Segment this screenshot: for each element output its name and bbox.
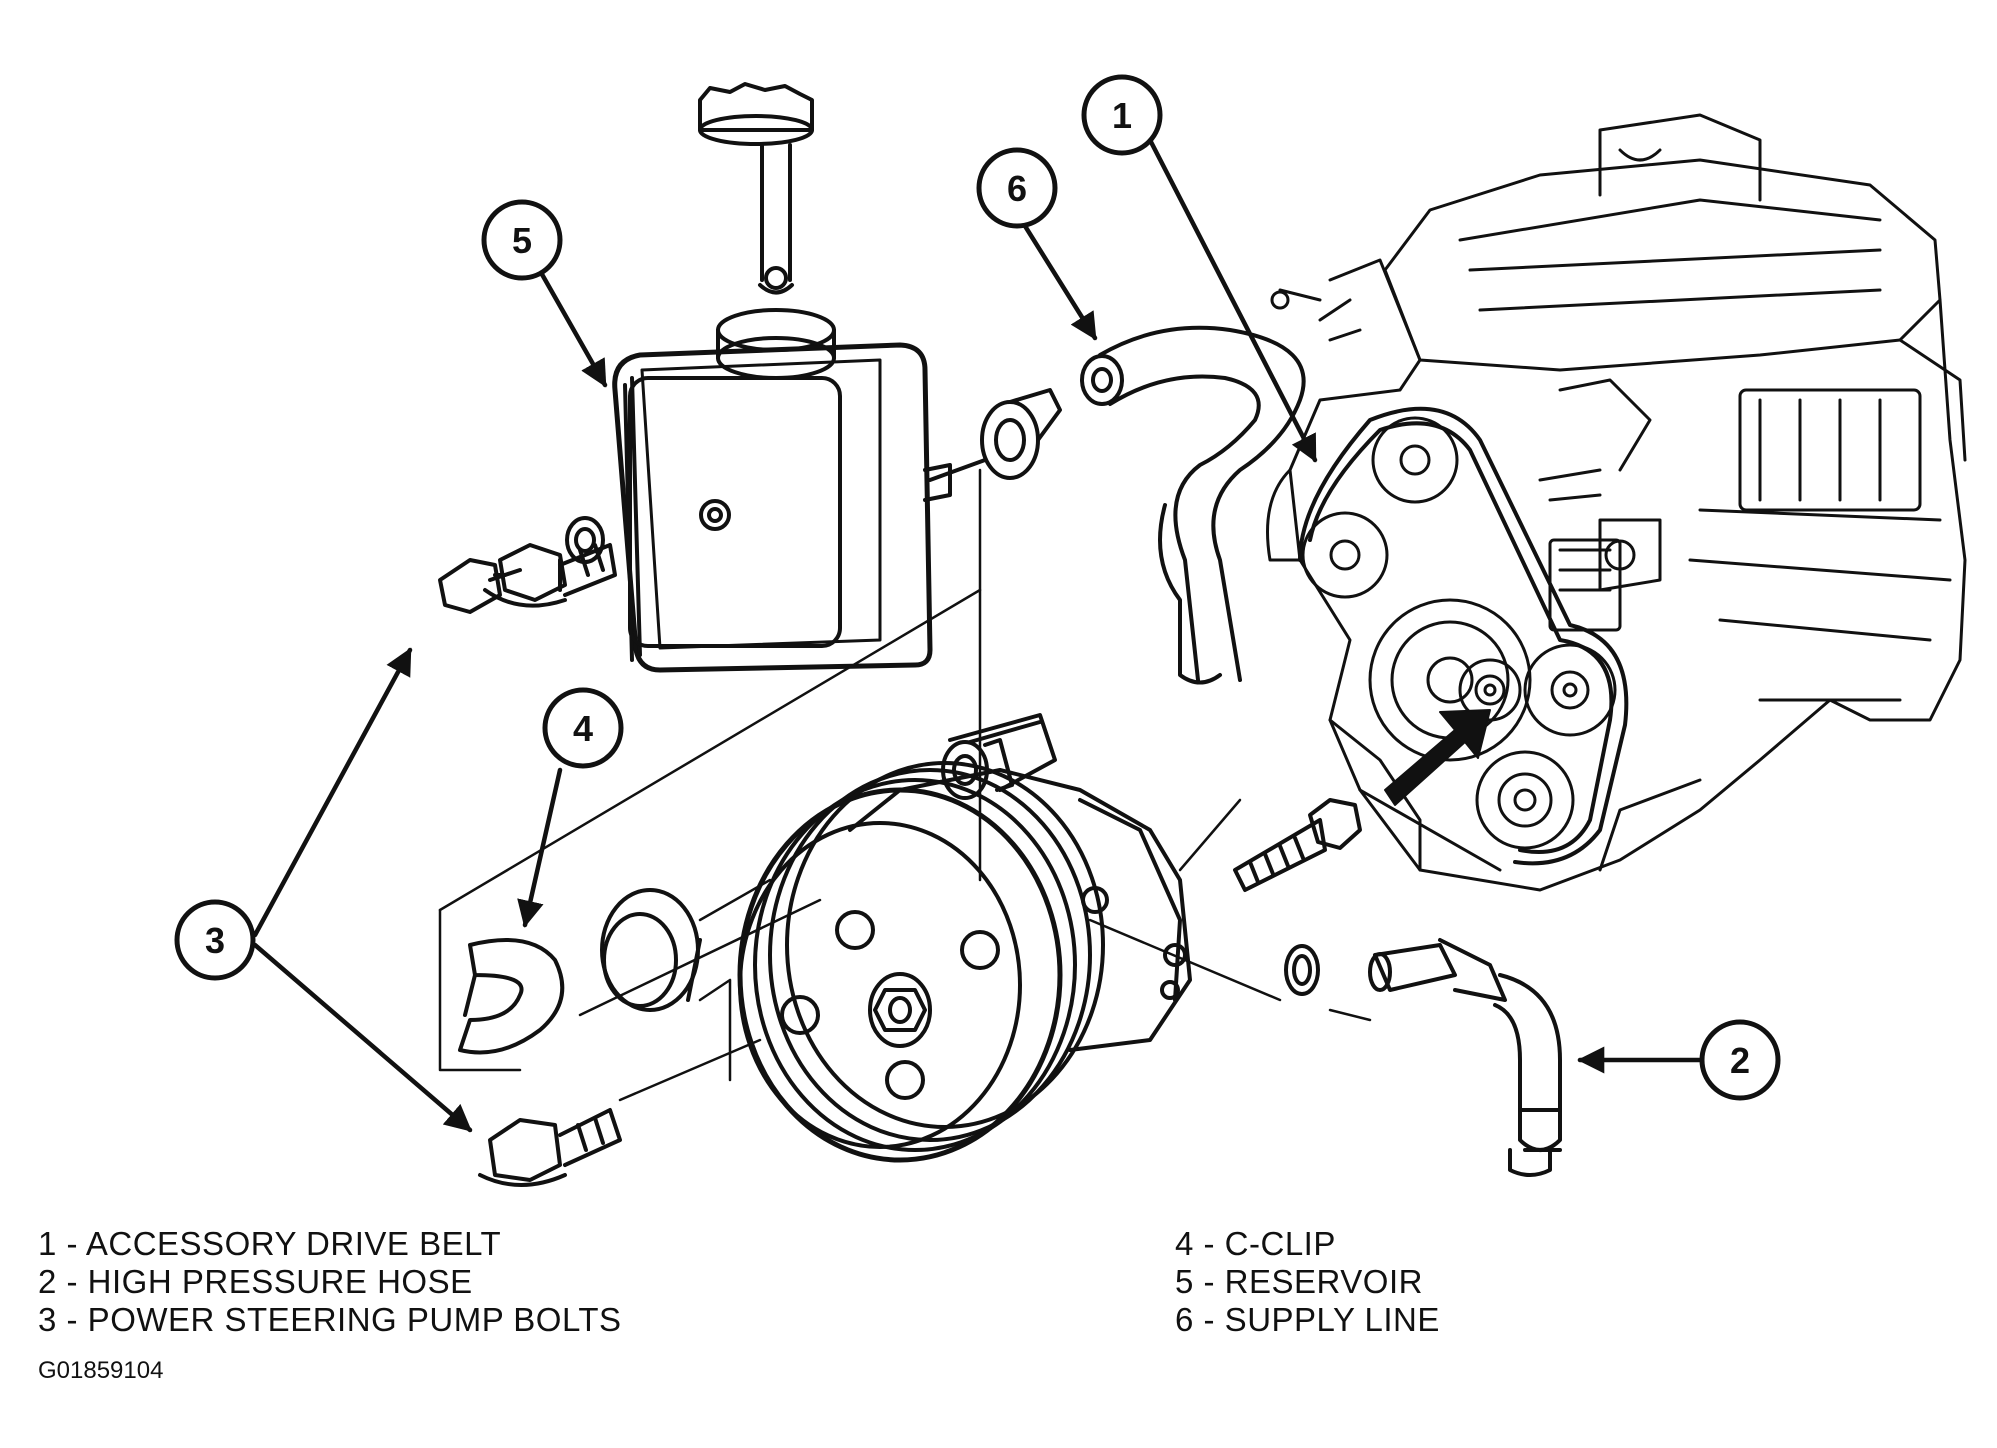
- legend-item: 5 - RESERVOIR: [1175, 1263, 1423, 1300]
- pump-seal-ring: [600, 888, 702, 1012]
- power-steering-pump: [737, 713, 1192, 1163]
- svg-text:3: 3: [205, 920, 225, 961]
- svg-text:4: 4: [573, 708, 593, 749]
- high-pressure-hose: [1368, 938, 1562, 1177]
- idler-pulley-upper: [1301, 511, 1389, 599]
- belt-tensioner: [1458, 658, 1522, 722]
- legend-item: 3 - POWER STEERING PUMP BOLTS: [38, 1301, 622, 1338]
- accessory-drive-belt: [1298, 406, 1629, 866]
- svg-text:6: 6: [1007, 168, 1027, 209]
- belt-location-arrow: [1384, 709, 1491, 806]
- alternator-pulley: [1475, 750, 1575, 850]
- pump-bolt-upper: [438, 543, 617, 614]
- legend-left: 1 - ACCESSORY DRIVE BELT 2 - HIGH PRESSU…: [38, 1225, 622, 1339]
- svg-text:5: 5: [512, 220, 532, 261]
- legend-item: 6 - SUPPLY LINE: [1175, 1301, 1440, 1338]
- hose-clamp: [980, 388, 1062, 480]
- callout-2: 2: [1699, 1019, 1781, 1101]
- power-steering-pulley-on-engine: [1523, 643, 1617, 737]
- reservoir-cap: [698, 82, 814, 295]
- callout-3: 3: [174, 899, 256, 981]
- idler-pulley-mid: [1371, 416, 1459, 504]
- callout-6: 6: [976, 147, 1058, 229]
- legend-item: 4 - C-CLIP: [1175, 1225, 1336, 1262]
- figure-id: G01859104: [38, 1357, 164, 1384]
- svg-text:1: 1: [1112, 95, 1132, 136]
- callout-4: 4: [542, 687, 624, 769]
- pump-pulley: [737, 761, 1105, 1163]
- mounting-bracket-outline: [438, 468, 982, 1072]
- reservoir: [565, 82, 952, 673]
- o-ring: [1284, 944, 1320, 996]
- engine-assembly: [1266, 113, 1967, 892]
- svg-text:2: 2: [1730, 1040, 1750, 1081]
- legend-right: 4 - C-CLIP 5 - RESERVOIR 6 - SUPPLY LINE: [1175, 1225, 1440, 1339]
- pump-bolt-lower: [478, 1108, 622, 1187]
- callout-1: 1: [1081, 74, 1163, 156]
- callout-leaders: [252, 137, 1703, 1133]
- supply-line: [928, 325, 1306, 685]
- crankshaft-pulley: [1368, 598, 1532, 762]
- callout-5: 5: [481, 199, 563, 281]
- pump-bolt-right: [1233, 798, 1362, 892]
- legend-item: 1 - ACCESSORY DRIVE BELT: [38, 1225, 502, 1262]
- c-clip: [458, 938, 565, 1055]
- legend-item: 2 - HIGH PRESSURE HOSE: [38, 1263, 473, 1300]
